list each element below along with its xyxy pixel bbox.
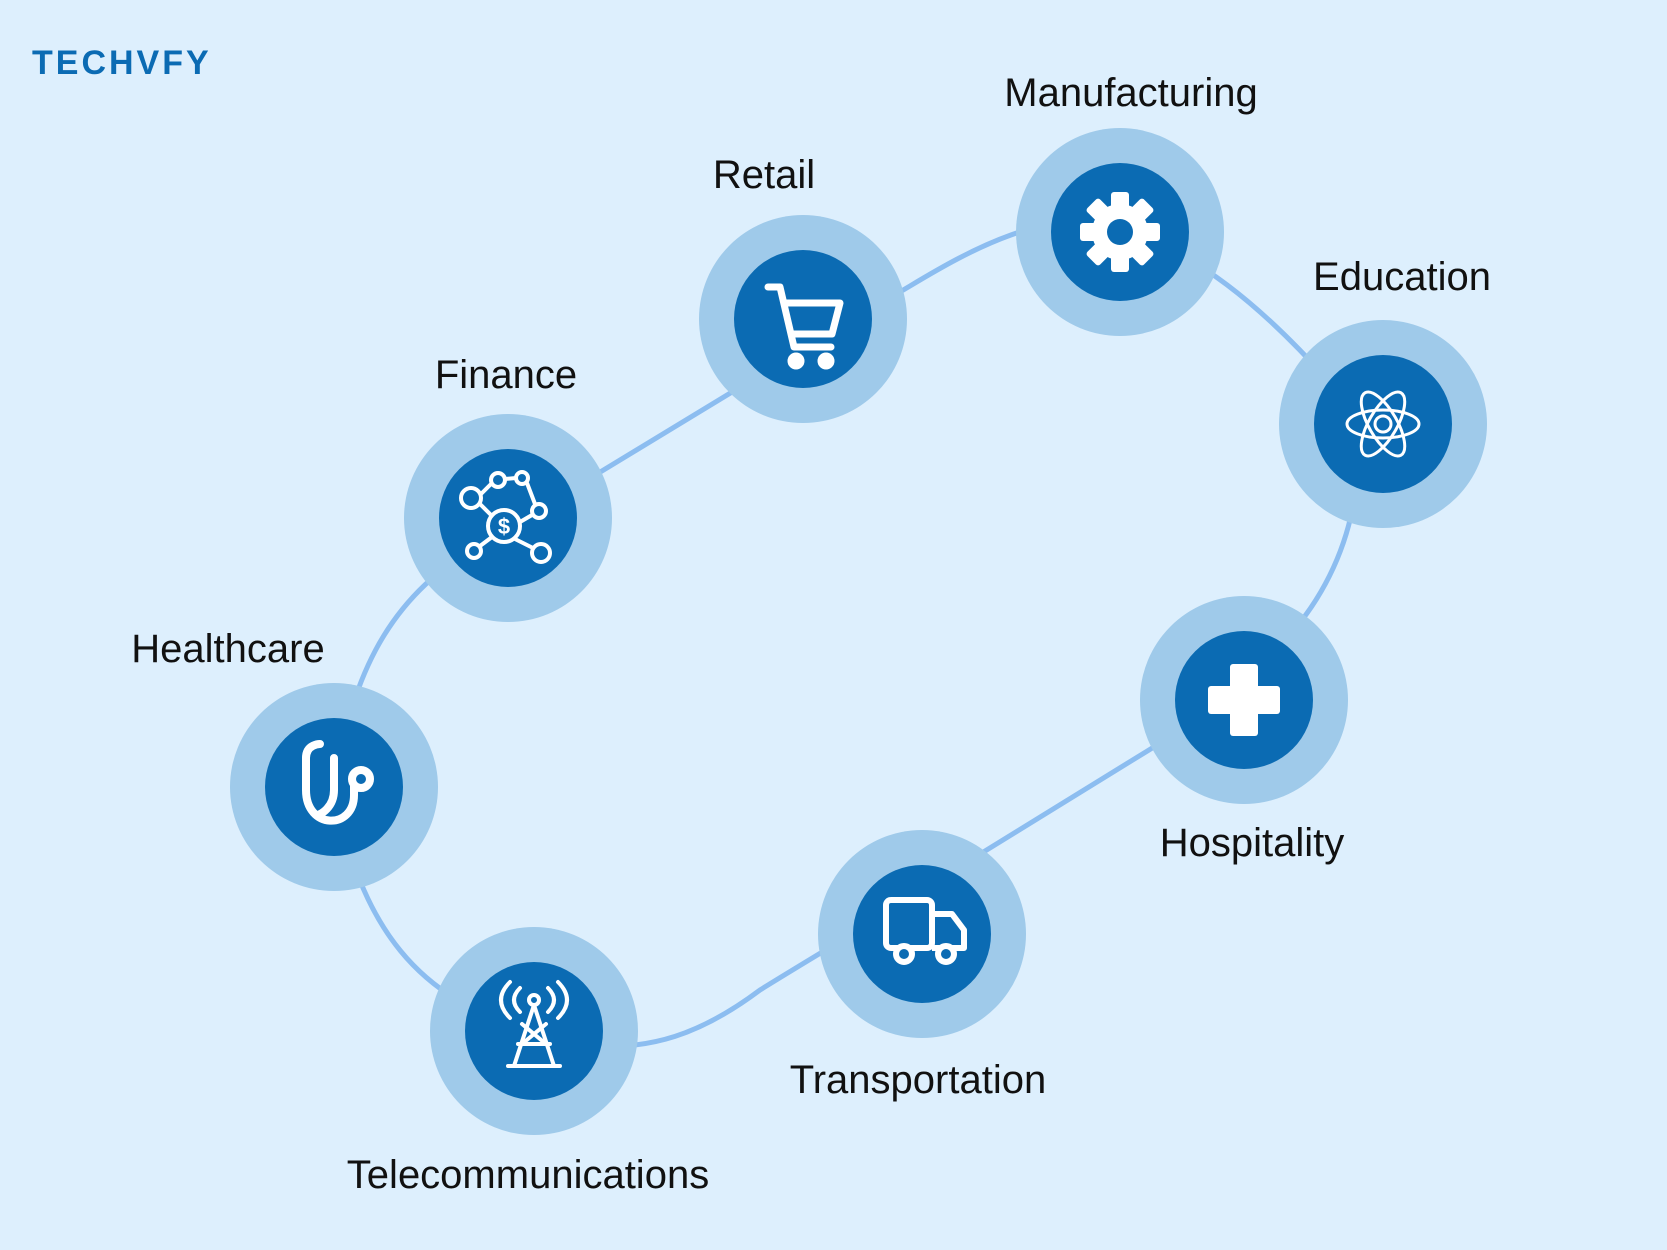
shopping-cart-icon	[764, 283, 844, 370]
label-education: Education	[1313, 255, 1491, 299]
truck-icon	[883, 897, 967, 965]
gear-icon	[1080, 192, 1160, 272]
stethoscope-icon	[302, 740, 374, 825]
radio-tower-icon	[499, 980, 569, 1068]
label-manufacturing: Manufacturing	[1004, 71, 1258, 115]
medical-cross-icon	[1208, 664, 1280, 736]
node-hospitality	[1140, 596, 1348, 804]
node-transportation	[818, 830, 1026, 1038]
atom-icon	[1345, 390, 1421, 458]
svg-text:$: $	[498, 514, 510, 539]
node-telecommunications	[430, 927, 638, 1135]
node-retail	[699, 215, 907, 423]
techvfy-logo: TECHVFY	[32, 44, 212, 82]
node-manufacturing	[1016, 128, 1224, 336]
node-finance: $	[404, 414, 612, 622]
label-retail: Retail	[712, 153, 816, 197]
label-hospitality: Hospitality	[1159, 821, 1345, 865]
label-finance: Finance	[434, 353, 578, 397]
label-healthcare: Healthcare	[131, 627, 325, 671]
label-transportation: Transportation	[789, 1058, 1047, 1102]
node-education	[1279, 320, 1487, 528]
node-healthcare	[230, 683, 438, 891]
label-telecommunications: Telecommunications	[346, 1153, 710, 1197]
finance-network-icon: $	[459, 470, 552, 564]
